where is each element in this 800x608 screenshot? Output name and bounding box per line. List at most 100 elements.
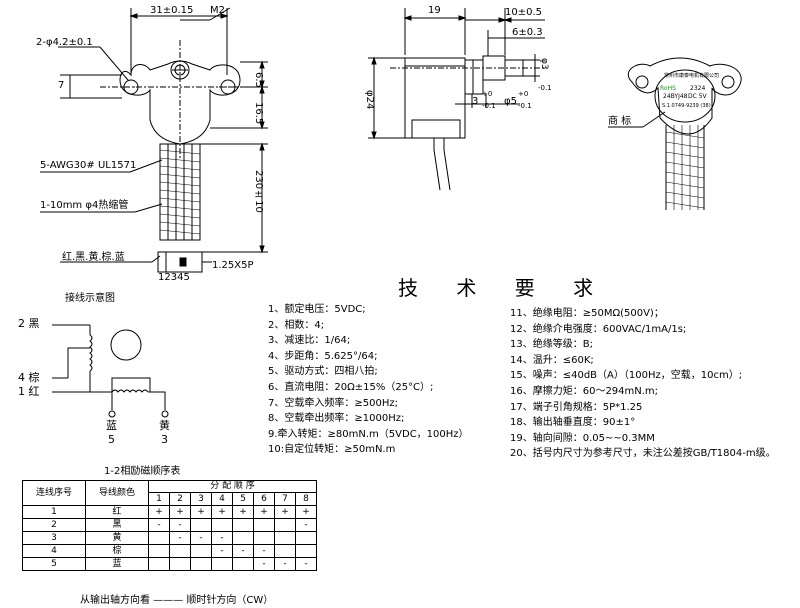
step-header: 1	[148, 492, 170, 506]
tol-plus0-b: +0	[518, 90, 529, 98]
plate-voltage: DC 5V	[688, 93, 707, 100]
row-cell	[148, 531, 170, 545]
tol-plus0-a: +0	[482, 90, 493, 98]
row-cell: +	[211, 505, 233, 519]
row-cell	[169, 544, 191, 558]
specs-right: 11、绝缘电阻：≥50MΩ(500V)； 12、绝缘介电强度：600VAC/1m…	[510, 306, 776, 462]
step-header: 4	[211, 492, 233, 506]
row-color: 红	[85, 505, 149, 519]
spec-item: 7、空载牵入频率：≥500Hz;	[268, 397, 398, 409]
table-row: 3 黄 - - -	[22, 531, 317, 545]
table-row: 5 蓝 - - -	[22, 557, 317, 571]
spec-item: 15、噪声：≤40dB（A）（100Hz，空载，10cm）;	[510, 370, 743, 382]
row-cell	[295, 531, 317, 545]
row-no: 3	[22, 531, 86, 545]
row-cell: -	[253, 557, 275, 571]
connector-spec: 1.25X5P	[212, 260, 254, 271]
wiring-diagram	[52, 324, 169, 418]
specs-left: 1、额定电压：5VDC; 2、相数：4; 3、减速比：1/64; 4、步距角：5…	[268, 302, 469, 458]
plate-rohs: RoHS	[660, 85, 676, 92]
wire-2-black: 2 黑	[18, 317, 40, 330]
row-cell	[148, 557, 170, 571]
wire-4-brown: 4 棕	[18, 371, 40, 384]
row-cell: -	[211, 531, 233, 545]
row-cell	[253, 518, 275, 532]
row-color: 蓝	[85, 557, 149, 571]
row-cell	[190, 557, 212, 571]
row-cell: -	[169, 531, 191, 545]
spec-item: 19、轴向间隙：0.05~~0.3MM	[510, 432, 655, 444]
row-cell: +	[274, 505, 296, 519]
spec-item: 10:自定位转矩：≥50mN.m	[268, 444, 396, 456]
dim-6-5: 6.5	[253, 72, 264, 88]
row-cell	[190, 518, 212, 532]
row-cell	[274, 518, 296, 532]
row-cell: -	[274, 557, 296, 571]
row-cell: -	[295, 557, 317, 571]
row-no: 5	[22, 557, 86, 571]
sequence-table: 连线序号 导线颜色 分 配 顺 序 1 2 3 4 5 6 7 8 1 红 + …	[22, 480, 317, 571]
spec-item: 3、减速比：1/64;	[268, 335, 351, 347]
row-cell	[232, 531, 254, 545]
spec-item: 8、空载牵出频率：≥1000Hz;	[268, 413, 405, 425]
row-color: 黄	[85, 531, 149, 545]
spec-item: 2、相数：4;	[268, 319, 325, 331]
dim-3: 3	[472, 96, 479, 107]
row-cell: -	[169, 518, 191, 532]
row-cell	[274, 544, 296, 558]
trademark-label: 商 标	[608, 116, 632, 127]
step-header: 7	[274, 492, 296, 506]
row-no: 4	[22, 544, 86, 558]
tol-shaft: -0.1	[538, 84, 552, 92]
dim-7: 7	[58, 80, 65, 91]
row-cell	[148, 544, 170, 558]
plate-model: 24BYJ48	[663, 93, 688, 100]
dim-16-5: 16.5	[253, 102, 264, 125]
iso-view	[608, 57, 742, 210]
pin-numbers: 12345	[158, 272, 190, 283]
row-cell	[211, 518, 233, 532]
spec-item: 4、步距角：5.625°/64;	[268, 350, 378, 362]
wire-yellow-num: 3	[161, 433, 168, 446]
spec-item: 11、绝缘电阻：≥50MΩ(500V)；	[510, 308, 664, 319]
wire-blue-num: 5	[108, 433, 115, 446]
header-no: 连线序号	[22, 480, 86, 506]
dim-6: 6±0.3	[512, 27, 543, 38]
spec-item: 13、绝缘等级：B;	[510, 339, 593, 351]
spec-item: 9.牵入转矩：≥80mN.m（5VDC，100Hz）	[268, 428, 469, 440]
row-cell	[253, 531, 275, 545]
dim-31: 31±0.15	[150, 5, 194, 16]
row-cell	[232, 557, 254, 571]
dim-holes: 2-φ4.2±0.1	[36, 37, 93, 48]
header-color: 导线颜色	[85, 480, 149, 506]
spec-item: 5、驱动方式：四相八拍;	[268, 366, 378, 378]
header-order: 分 配 顺 序	[148, 480, 317, 493]
step-header: 2	[169, 492, 191, 506]
table-row: 4 棕 - - -	[22, 544, 317, 558]
row-cell: +	[190, 505, 212, 519]
spec-item: 20、括号内尺寸为参考尺寸，未注公差按GB/T1804-m级。	[510, 448, 776, 460]
wiring-title: 接线示意图	[65, 293, 115, 304]
row-cell: +	[295, 505, 317, 519]
dim-230: 230±10	[253, 170, 264, 213]
row-cell	[190, 544, 212, 558]
spec-item: 17、端子引角规格：5P*1.25	[510, 401, 643, 413]
tol-minus-b: -0.1	[518, 102, 532, 110]
wire-blue-label: 蓝	[106, 419, 117, 432]
row-cell	[274, 531, 296, 545]
row-cell: -	[148, 518, 170, 532]
wire-colors: 红.黑.黄.棕.蓝	[62, 252, 125, 263]
side-view	[368, 8, 545, 191]
dim-m2: M2	[210, 5, 225, 16]
table-row: 2 黑 - - -	[22, 518, 317, 532]
row-cell	[232, 518, 254, 532]
dim-10: 10±0.5	[505, 7, 543, 18]
row-cell	[295, 544, 317, 558]
row-cell: +	[253, 505, 275, 519]
spec-item: 12、绝缘介电强度：600VAC/1mA/1s;	[510, 323, 687, 335]
dim-phi3: φ3	[539, 58, 549, 70]
heatshrink-spec: 1-10mm φ4热缩管	[40, 200, 129, 211]
spec-item: 18、输出轴垂直度：90±1°	[510, 417, 636, 429]
specs-title: 技 术 要 求	[398, 276, 610, 300]
